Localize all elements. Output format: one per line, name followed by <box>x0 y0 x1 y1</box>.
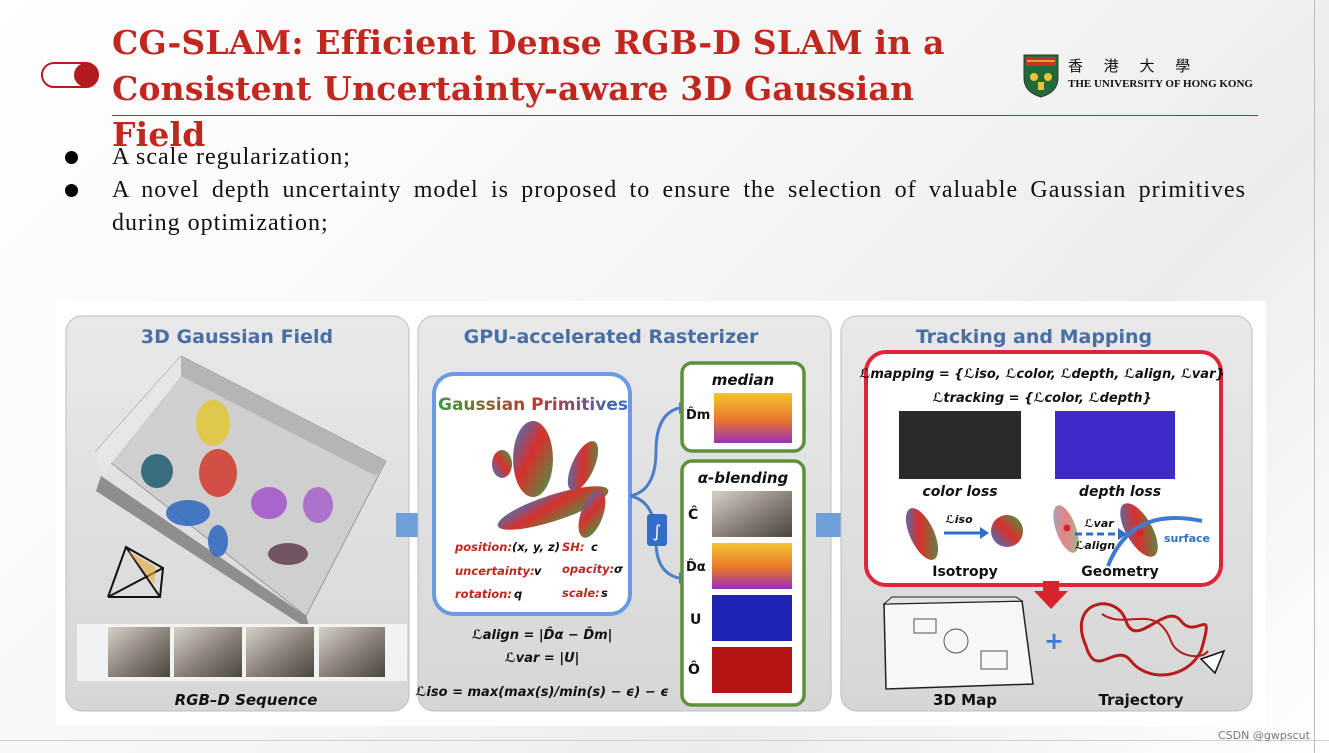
bullet-dot-icon <box>65 151 78 164</box>
bullet-item-2: A novel depth uncertainty model is propo… <box>62 174 1246 240</box>
panel-gpu-rasterizer: GPU-accelerated Rasterizer Gaussian Prim… <box>415 315 832 712</box>
geometry-label: Geometry <box>1081 564 1158 580</box>
logo-chinese-name: 香 港 大 學 <box>1068 57 1199 75</box>
loss-equations: ℒalign = |D̂α − D̂m| ℒvar = |U| ℒiso = m… <box>415 628 668 700</box>
equation-var: ℒvar = |U| <box>505 651 580 666</box>
camera-frustum-icon <box>107 545 165 598</box>
color-loss-map <box>899 411 1021 479</box>
bullet-text: A novel depth uncertainty model is propo… <box>112 177 1246 236</box>
integral-symbol: ∫ <box>653 522 662 542</box>
color-loss-label: color loss <box>922 484 997 500</box>
rgbd-sequence-label: RGB–D Sequence <box>175 691 318 709</box>
blend-symbol-color: Ĉ <box>688 505 698 523</box>
title-underline <box>112 115 1258 116</box>
toggle-knob <box>74 63 98 87</box>
gaussian-primitives-title: Gaussian Primitives <box>438 395 628 415</box>
attr-rotation-label: rotation: <box>455 587 512 601</box>
rendered-depth-map <box>712 543 792 589</box>
down-arrow-icon <box>1034 581 1068 609</box>
equation-align: ℒalign = |D̂α − D̂m| <box>472 628 613 643</box>
title-line-2: Consistent Uncertainty-aware 3D Gaussian… <box>112 69 915 154</box>
trajectory-camera-icon <box>1199 649 1226 675</box>
alpha-blending-title: α-blending <box>698 469 789 487</box>
logo-english-name: THE UNIVERSITY OF HONG KONG <box>1068 78 1253 90</box>
attr-rotation-value: q <box>514 587 522 601</box>
attr-scale-label: scale: <box>562 586 600 600</box>
equation-iso: ℒiso = max(max(s)/min(s) − ϵ) − ϵ <box>415 685 668 700</box>
slide-title: CG-SLAM: Efficient Dense RGB-D SLAM in a… <box>112 20 1012 158</box>
blend-symbol-opacity: Ô <box>688 660 700 678</box>
room-scene-illustration <box>95 355 387 631</box>
attr-uncertainty-value: v <box>534 564 542 578</box>
l-align-label: ℒalign <box>1075 539 1115 552</box>
slide-border-bottom <box>0 740 1329 741</box>
3d-map-illustration <box>882 596 1034 690</box>
bullet-item-1: A scale regularization; <box>62 141 1246 174</box>
panel2-header: GPU-accelerated Rasterizer <box>464 326 759 348</box>
attr-position-label: position: <box>454 540 512 554</box>
bullet-text: A scale regularization; <box>112 144 351 170</box>
attr-position-value: (x, y, z) <box>512 540 560 554</box>
gaussian-attributes: position: (x, y, z) SH: c uncertainty: v… <box>454 540 623 601</box>
toggle-decoration-icon <box>41 62 99 88</box>
isotropy-illustration <box>905 508 1023 560</box>
median-depth-map <box>714 393 792 443</box>
trajectory-label: Trajectory <box>1099 691 1184 709</box>
slide-border-right <box>1314 0 1315 753</box>
attr-opacity-value: σ <box>614 562 623 576</box>
rendered-color-map <box>712 491 792 537</box>
mapping-equation: ℒmapping = {ℒiso, ℒcolor, ℒdepth, ℒalign… <box>859 367 1225 382</box>
rendered-uncertainty-map <box>712 595 792 641</box>
attr-sh-value: c <box>591 540 598 554</box>
attr-scale-value: s <box>601 586 608 600</box>
panel-3d-gaussian-field: 3D Gaussian Field <box>65 315 410 712</box>
hku-logo: 香 港 大 學 THE UNIVERSITY OF HONG KONG <box>1021 52 1261 98</box>
tracking-equation: ℒtracking = {ℒcolor, ℒdepth} <box>932 391 1152 406</box>
panel-tracking-mapping: Tracking and Mapping ℒmapping = {ℒiso, ℒ… <box>840 315 1253 712</box>
panel1-header: 3D Gaussian Field <box>141 326 333 348</box>
university-crest-icon <box>1023 54 1059 98</box>
median-title: median <box>712 371 774 389</box>
plus-icon: + <box>1044 627 1064 655</box>
panel3-header: Tracking and Mapping <box>916 326 1152 348</box>
depth-loss-label: depth loss <box>1079 484 1161 500</box>
trajectory-illustration <box>1079 602 1226 677</box>
bullet-dot-icon <box>65 184 78 197</box>
title-line-1: CG-SLAM: Efficient Dense RGB-D SLAM in a <box>112 23 945 62</box>
csdn-watermark: CSDN @gwpscut <box>1218 729 1310 742</box>
3d-map-label: 3D Map <box>933 691 997 709</box>
rendered-opacity-map <box>712 647 792 693</box>
bullet-list: A scale regularization; A novel depth un… <box>62 141 1246 240</box>
attr-sh-label: SH: <box>562 540 585 554</box>
blend-symbol-uncertainty: U <box>690 612 701 628</box>
attr-opacity-label: opacity: <box>562 562 614 576</box>
pipeline-figure: 3D Gaussian Field <box>56 301 1266 726</box>
gaussian-primitives-illustration <box>492 421 609 538</box>
blend-symbol-depth: D̂α <box>686 560 706 575</box>
median-depth-symbol: D̂m <box>686 408 710 423</box>
surface-label: surface <box>1164 532 1210 545</box>
l-iso-label: ℒiso <box>945 513 973 526</box>
depth-loss-map <box>1055 411 1175 479</box>
geometry-illustration <box>1053 503 1203 567</box>
attr-uncertainty-label: uncertainty: <box>455 564 535 578</box>
isotropy-label: Isotropy <box>932 564 998 580</box>
l-var-label: ℒvar <box>1084 517 1114 530</box>
rgbd-sequence-thumbnails <box>77 624 407 681</box>
